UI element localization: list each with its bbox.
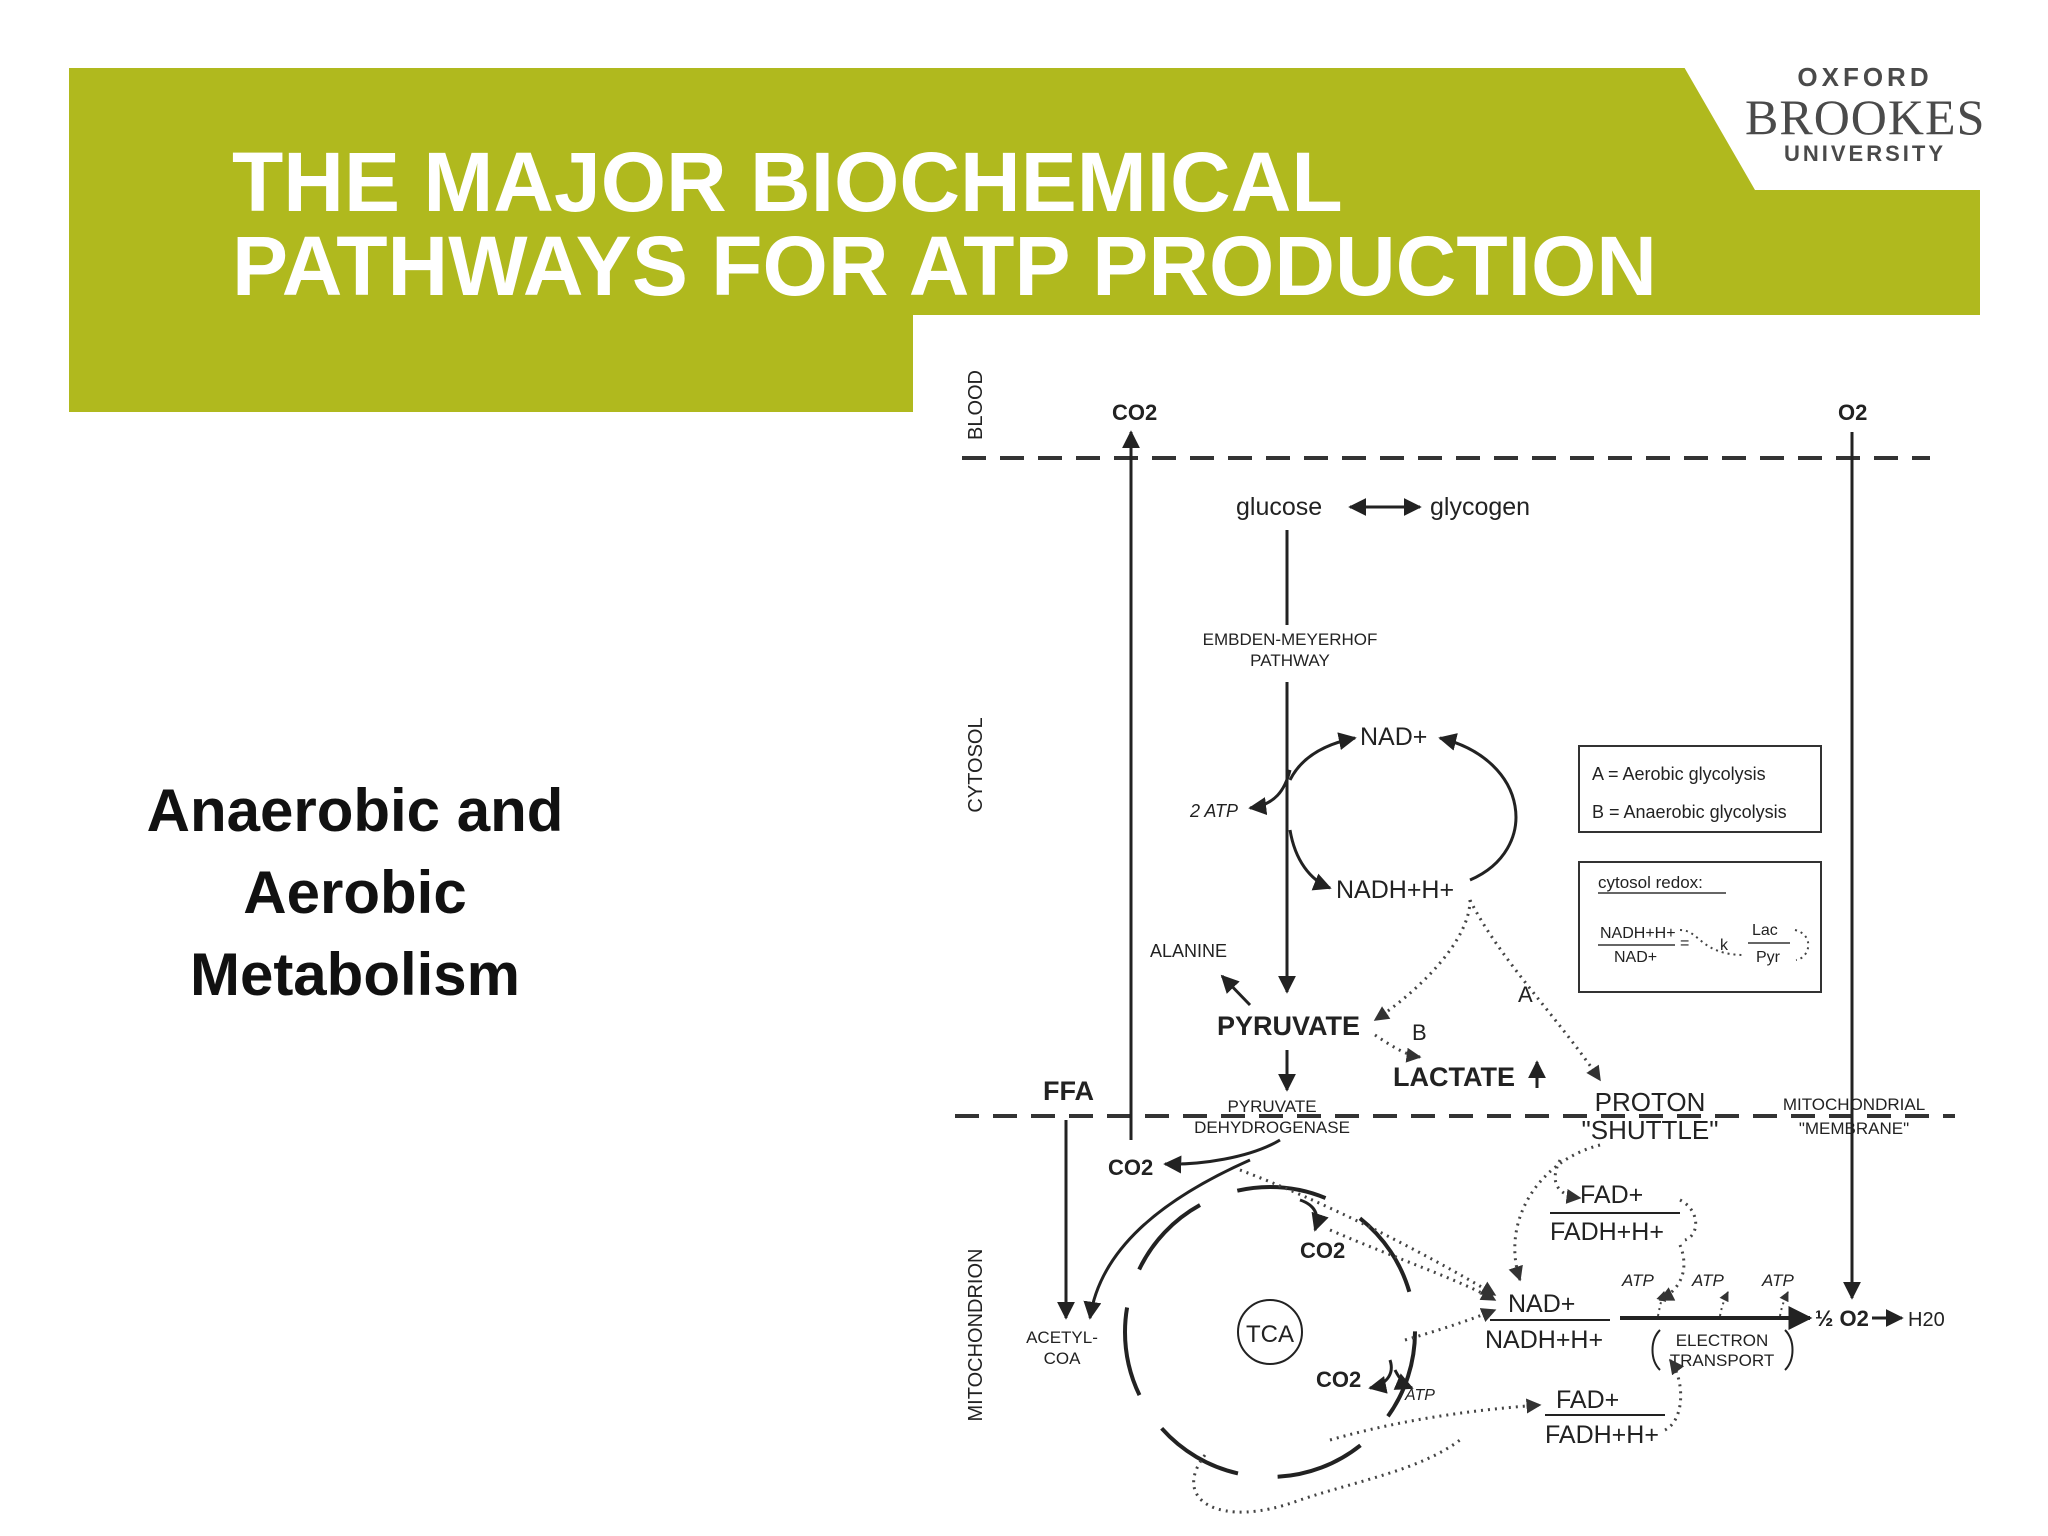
fad-plus-lower: FAD+ [1556, 1386, 1619, 1414]
logo-line-1: OXFORD [1797, 62, 1933, 92]
electron-transport-bracket-left [1651, 1329, 1661, 1371]
legend-box [1578, 745, 1822, 833]
acetyl-coa-line-1: ACETYL- [1026, 1328, 1098, 1347]
fad-upper-dotted-loop [1660, 1198, 1698, 1300]
co2-pdh-label: CO2 [1108, 1155, 1153, 1180]
electron-transport-bracket-right [1784, 1329, 1794, 1371]
cytosol-redox-box [1578, 861, 1822, 993]
page-title: THE MAJOR BIOCHEMICAL PATHWAYS FOR ATP P… [232, 140, 1657, 308]
atp-et-label-1: ATP [1621, 1271, 1654, 1290]
mito-membrane-line-2: "MEMBRANE" [1799, 1119, 1909, 1138]
atp-tca-label: ATP [1404, 1387, 1435, 1404]
mito-membrane-line-1: MITOCHONDRIAL [1783, 1095, 1925, 1114]
region-cytosol-label: CYTOSOL [965, 717, 987, 812]
pdh-to-co2-arrow [1163, 1138, 1281, 1174]
tca-center-circle [1237, 1299, 1303, 1365]
pdh-label-line-2: DEHYDROGENASE [1194, 1118, 1350, 1137]
electron-transport-line-1: ELECTRON [1676, 1331, 1769, 1350]
pyruvate-label: PYRUVATE [1217, 1011, 1360, 1041]
acetyl-coa-line-2: COA [1044, 1349, 1082, 1368]
tca-co2-release-2 [1368, 1359, 1393, 1394]
side-heading-line-2: Aerobic [243, 859, 467, 926]
fad-plus-upper: FAD+ [1580, 1181, 1643, 1209]
fadh-upper: FADH+H+ [1550, 1218, 1664, 1246]
redox-numerator: NADH+H+ [1600, 925, 1676, 942]
co2-blood-label: CO2 [1112, 400, 1157, 425]
redox-title: cytosol redox: [1598, 873, 1703, 892]
region-mitochondrion-label: MITOCHONDRION [965, 1249, 987, 1422]
pdh-label-line-1: PYRUVATE [1227, 1097, 1316, 1116]
legend-anaerobic: B = Anaerobic glycolysis [1592, 802, 1787, 822]
co2-tca-label-1: CO2 [1300, 1238, 1345, 1263]
nad-plus-label: NAD+ [1360, 723, 1427, 751]
o2-blood-label: O2 [1838, 400, 1867, 425]
tca-cycle-ring [1123, 1185, 1417, 1479]
pathway-a-label: A [1518, 982, 1533, 1007]
proton-shuttle-to-fad-dotted [1508, 1143, 1601, 1282]
logo-background-shape [1680, 60, 2000, 190]
atp-et-label-2: ATP [1691, 1271, 1724, 1290]
lactate-label: LACTATE [1393, 1062, 1515, 1092]
fadh-lower: FADH+H+ [1545, 1421, 1659, 1449]
pdh-to-acetyl-coa-arrow [1083, 1158, 1251, 1320]
co2-tca-label-2: CO2 [1316, 1367, 1361, 1392]
tca-co2-release-1 [1299, 1198, 1329, 1232]
electron-transport-line-2: TRANSPORT [1670, 1351, 1775, 1370]
atp-production-arrow [1248, 769, 1292, 815]
redox-k: k [1720, 937, 1729, 954]
pdh-to-nad-dotted [1239, 1168, 1497, 1297]
legend-aerobic: A = Aerobic glycolysis [1592, 764, 1766, 784]
region-blood-label: BLOOD [965, 370, 987, 440]
proton-shuttle-line-1: PROTON [1595, 1087, 1706, 1117]
nadh-label: NADH+H+ [1336, 876, 1454, 904]
nadh-to-pyruvate-dotted [1373, 899, 1472, 1022]
nad-plus-mito: NAD+ [1508, 1290, 1575, 1318]
tca-atp-arrow [1393, 1369, 1414, 1390]
logo-line-2: BROOKES [1745, 89, 1986, 145]
glycolysis-to-nadh-arc [1288, 829, 1332, 891]
redox-pyr: Pyr [1756, 949, 1781, 966]
nadh-mito: NADH+H+ [1485, 1326, 1603, 1354]
university-logo: OXFORD BROOKES UNIVERSITY [1745, 62, 1985, 167]
ffa-label: FFA [1043, 1076, 1094, 1106]
logo-line-3: UNIVERSITY [1783, 141, 1947, 166]
fad-lower-dotted-loop [1664, 1358, 1685, 1432]
glucose-label: glucose [1236, 493, 1322, 521]
emp-label-line-2: PATHWAY [1250, 651, 1330, 670]
title-line-1: THE MAJOR BIOCHEMICAL [232, 135, 1343, 229]
tca-label: TCA [1246, 1321, 1294, 1348]
nad-to-glycolysis-arc [1288, 732, 1357, 781]
glycogen-label: glycogen [1430, 493, 1530, 521]
title-line-2: PATHWAYS FOR ATP PRODUCTION [232, 219, 1657, 313]
atp-et-label-3: ATP [1761, 1271, 1794, 1290]
tca-loop-dotted [1192, 1438, 1461, 1514]
side-heading-line-3: Metabolism [189, 941, 521, 1008]
proton-shuttle-line-2: "SHUTTLE" [1582, 1115, 1719, 1145]
redox-denominator: NAD+ [1614, 949, 1657, 966]
redox-equals: = [1680, 935, 1689, 952]
side-heading-line-1: Anaerobic and [146, 777, 564, 844]
half-o2-label: ½ O2 [1815, 1306, 1869, 1331]
water-label: H20 [1908, 1309, 1945, 1331]
emp-label-line-1: EMBDEN-MEYERHOF [1203, 630, 1378, 649]
alanine-label: ALANINE [1150, 941, 1227, 961]
two-atp-label: 2 ATP [1189, 801, 1238, 821]
redox-lac: Lac [1752, 922, 1778, 939]
pathway-b-label: B [1412, 1020, 1427, 1045]
side-heading: Anaerobic and Aerobic Metabolism [80, 770, 630, 1016]
pyruvate-to-alanine-arrow [1220, 974, 1252, 1007]
nad-cycle-arc [1438, 733, 1518, 882]
